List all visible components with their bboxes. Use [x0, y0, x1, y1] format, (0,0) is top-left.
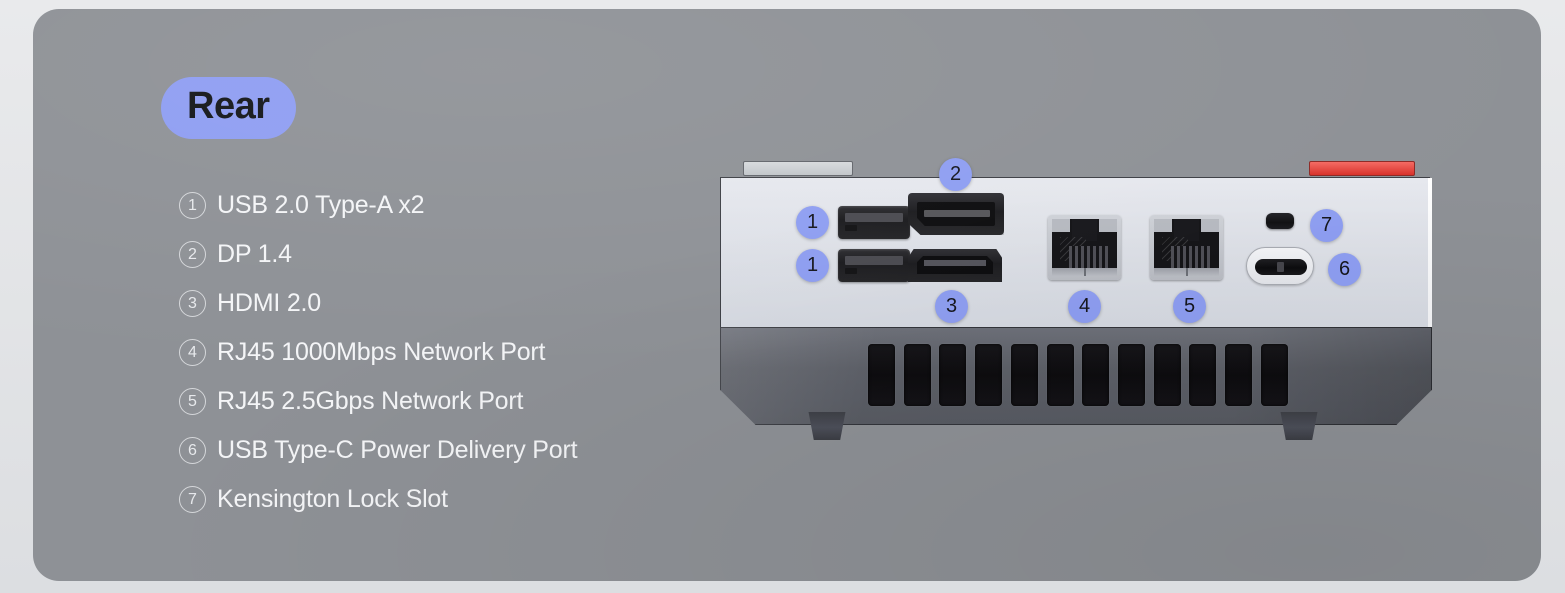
device-foot-right: [1280, 412, 1318, 440]
legend-label-6: USB Type-C Power Delivery Port: [217, 436, 578, 464]
callout-number: 3: [945, 294, 958, 317]
legend-number-3: 3: [179, 290, 206, 317]
legend-number-1: 1: [179, 192, 206, 219]
hdmi-contact-bar: [924, 260, 986, 266]
kensington-lock-slot: [1266, 213, 1294, 229]
rear-section-badge-label: Rear: [187, 85, 270, 127]
rj45-latch-slot: [1174, 219, 1199, 241]
callout-number: 6: [1338, 257, 1351, 280]
callout-number: 2: [949, 162, 962, 185]
rj45-latch-line: [1186, 268, 1188, 276]
legend-item-usb-c: 6 USB Type-C Power Delivery Port: [179, 426, 739, 475]
vent-slot: [1046, 344, 1074, 406]
callout-number: 4: [1078, 294, 1091, 317]
mini-pc-rear-illustration: 1 1 2 3 4 5 6 7: [693, 149, 1453, 449]
device-right-edge-highlight: [1428, 178, 1432, 353]
vent-slot: [1082, 344, 1110, 406]
legend-label-7: Kensington Lock Slot: [217, 485, 448, 513]
legend-label-4: RJ45 1000Mbps Network Port: [217, 338, 546, 366]
callout-number: 5: [1183, 294, 1196, 317]
legend-item-usb-a: 1 USB 2.0 Type-A x2: [179, 181, 739, 230]
vent-slot: [939, 344, 967, 406]
rj45-latch-slot: [1072, 219, 1097, 241]
legend-number-2: 2: [179, 241, 206, 268]
callout-badge-usb-bottom: 1: [796, 249, 829, 282]
rear-section-badge: Rear: [161, 77, 296, 139]
callout-badge-dp: 2: [939, 158, 972, 191]
rj45-notch-left: [1154, 219, 1172, 232]
rear-panel-card: Rear 1 USB 2.0 Type-A x2 2 DP 1.4 3 HDMI…: [33, 9, 1541, 581]
vent-slot: [1010, 344, 1038, 406]
displayport-contact-bar: [924, 210, 990, 217]
vent-slot: [1118, 344, 1146, 406]
legend-item-hdmi: 3 HDMI 2.0: [179, 279, 739, 328]
usb-a-port-top: [838, 206, 910, 239]
vent-slot: [975, 344, 1003, 406]
callout-badge-usb-c: 6: [1328, 253, 1361, 286]
vent-slot: [1189, 344, 1217, 406]
hdmi-port: [908, 249, 1002, 282]
port-legend-list: 1 USB 2.0 Type-A x2 2 DP 1.4 3 HDMI 2.0 …: [179, 181, 739, 524]
rj45-notch-right: [1099, 219, 1117, 232]
callout-number: 1: [806, 210, 819, 233]
usb-c-tongue: [1277, 262, 1284, 272]
rj45-pins: [1171, 246, 1211, 268]
legend-label-5: RJ45 2.5Gbps Network Port: [217, 387, 524, 415]
rj45-pins: [1069, 246, 1109, 268]
device-base-panel: [720, 327, 1432, 425]
legend-item-kensington: 7 Kensington Lock Slot: [179, 475, 739, 524]
legend-label-2: DP 1.4: [217, 240, 292, 268]
vent-slot: [903, 344, 931, 406]
callout-badge-hdmi: 3: [935, 290, 968, 323]
legend-item-dp: 2 DP 1.4: [179, 230, 739, 279]
vent-slot: [1153, 344, 1181, 406]
usb-c-port: [1246, 247, 1314, 285]
legend-number-4: 4: [179, 339, 206, 366]
displayport-port: [908, 193, 1004, 235]
callout-badge-rj45-25g: 5: [1173, 290, 1206, 323]
device-foot-left: [808, 412, 846, 440]
rj45-port-1gbps: [1048, 215, 1121, 280]
legend-number-6: 6: [179, 437, 206, 464]
legend-label-3: HDMI 2.0: [217, 289, 321, 317]
rj45-notch-left: [1052, 219, 1070, 232]
vent-slot: [1225, 344, 1253, 406]
legend-label-1: USB 2.0 Type-A x2: [217, 191, 425, 219]
legend-item-rj45-25g: 5 RJ45 2.5Gbps Network Port: [179, 377, 739, 426]
antenna-tab-left-icon: [743, 161, 853, 176]
legend-number-5: 5: [179, 388, 206, 415]
usb-a-port-bottom: [838, 249, 910, 282]
rj45-latch-line: [1084, 268, 1086, 276]
vent-slot: [1260, 344, 1288, 406]
callout-badge-rj45-1g: 4: [1068, 290, 1101, 323]
callout-badge-usb-top: 1: [796, 206, 829, 239]
callout-number: 1: [806, 253, 819, 276]
ventilation-grille: [868, 344, 1288, 406]
rj45-port-25gbps: [1150, 215, 1223, 280]
callout-badge-kensington: 7: [1310, 209, 1343, 242]
legend-number-7: 7: [179, 486, 206, 513]
antenna-tab-right-icon: [1309, 161, 1415, 176]
vent-slot: [868, 344, 895, 406]
rj45-notch-right: [1201, 219, 1219, 232]
callout-number: 7: [1320, 213, 1333, 236]
legend-item-rj45-1g: 4 RJ45 1000Mbps Network Port: [179, 328, 739, 377]
